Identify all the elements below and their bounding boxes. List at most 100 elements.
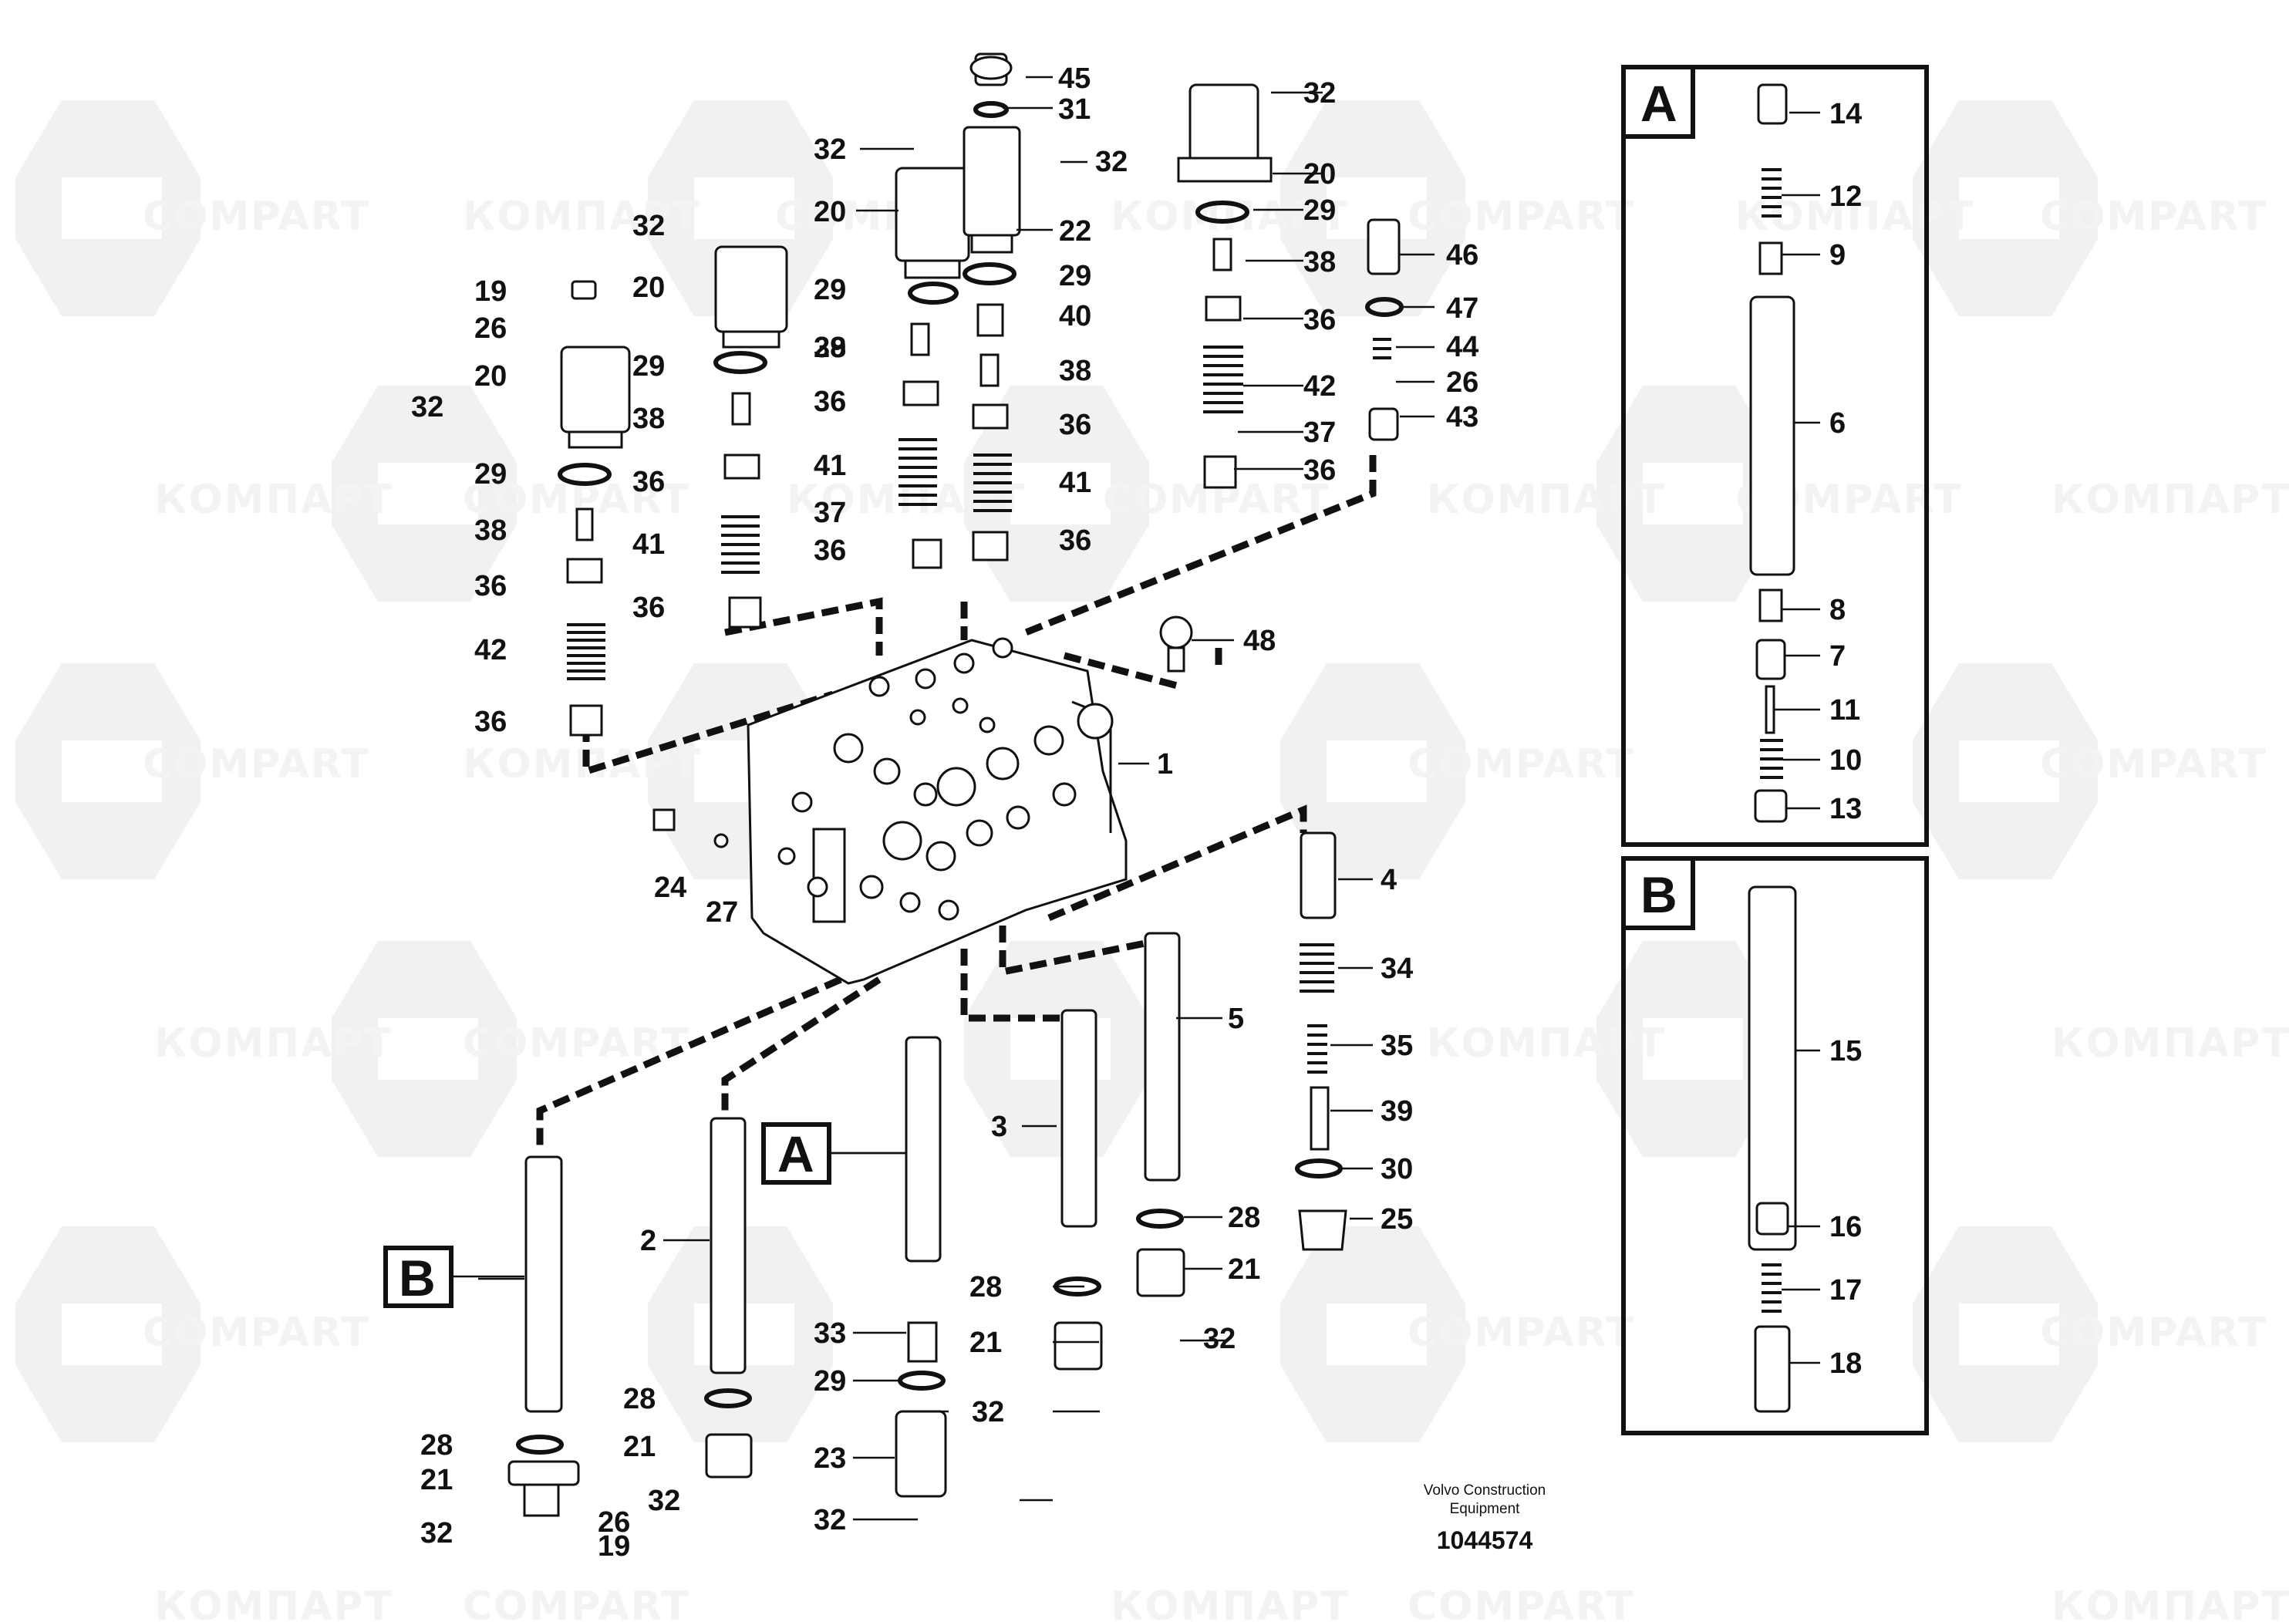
callout: 29 [814,1365,846,1398]
inset-a-callouts: 14 12 9 6 8 7 11 10 13 [1829,98,1862,825]
callout: 21 [969,1327,1002,1359]
callout: 26 [1446,366,1478,399]
callout: 37 [1303,416,1336,449]
callout-labels: 45 31 32 32 20 22 32 20 29 29 19 26 20 3… [411,62,1478,1563]
callout: 46 [1446,239,1478,271]
parts-layer [507,52,1797,1517]
callout: 14 [1829,98,1862,130]
callout: 44 [1446,331,1478,363]
watermark-compart: COMPART [143,1310,370,1356]
callout: 20 [474,360,507,393]
callout: 32 [972,1396,1004,1428]
callout: 36 [1303,454,1336,487]
callout: 32 [632,210,665,242]
callout: 43 [1446,401,1478,433]
inset-a-frame: A [1621,65,1929,847]
callout: 32 [648,1485,680,1517]
callout: 32 [1095,146,1128,178]
callout: 19 [598,1530,630,1563]
callout: 2 [640,1225,656,1257]
callout: 36 [1303,304,1336,336]
callout: 29 [814,332,846,364]
callout: 37 [814,497,846,529]
callout: 11 [1829,694,1860,727]
callout: 34 [1381,953,1413,985]
callout: 4 [1381,864,1397,896]
callout: 15 [1829,1035,1862,1067]
callout: 21 [1228,1253,1260,1286]
callout: 41 [632,528,665,561]
callout: 32 [814,133,846,166]
callout: 36 [814,534,846,567]
watermark-kompart: КОМПАРТ [154,477,393,523]
callout: 38 [1303,246,1336,278]
leader-lines [451,76,1820,1521]
callout: 27 [706,896,738,929]
callout: 19 [474,275,507,308]
svg-text:B: B [399,1249,436,1307]
callout: 8 [1829,594,1846,626]
watermark-compart: COMPART [2040,194,2267,240]
callout: 42 [1303,370,1336,403]
callout: 29 [1059,260,1091,292]
callout: 3 [991,1111,1007,1143]
callout: 32 [411,391,443,423]
callout: 12 [1829,180,1862,213]
callout: 29 [632,350,665,383]
callout: 36 [474,706,507,738]
callout: 5 [1228,1003,1244,1035]
callout: 20 [632,271,665,304]
footer: Volvo Construction Equipment 1044574 [1424,1482,1546,1554]
watermark-compart: COMPART [2040,1310,2267,1356]
callout: 36 [1059,409,1091,441]
callout: 36 [632,466,665,498]
inset-b-frame: B [1621,856,1929,1435]
watermark-kompart: КОМПАРТ [2052,1583,2291,1622]
callout: 47 [1446,292,1478,325]
callout: 36 [632,592,665,624]
watermark-kompart: КОМПАРТ [1427,477,1666,523]
callout: 28 [969,1271,1002,1303]
watermark-kompart: КОМПАРТ [1427,1020,1666,1067]
watermark-compart: COMPART [1408,741,1635,787]
callout: 10 [1829,744,1862,777]
callout: 18 [1829,1347,1862,1380]
callout: 20 [1303,158,1336,191]
inset-b-letter: B [1640,866,1677,923]
inset-b-callouts: 15 16 17 18 [1829,1035,1862,1380]
callout: 32 [1203,1323,1236,1355]
callout: 17 [1829,1274,1862,1307]
watermark-kompart: КОМПАРТ [2052,477,2291,523]
callout: 41 [814,450,846,482]
callout: 42 [474,634,507,666]
callout: 16 [1829,1211,1862,1243]
watermark-kompart: КОМПАРТ [154,1020,393,1067]
callout: 38 [474,514,507,547]
callout: 28 [623,1383,656,1415]
watermark-compart: COMPART [1408,194,1635,240]
main-ref-box-b: B [383,1246,453,1308]
callout: 9 [1829,239,1846,271]
watermark-compart: COMPART [143,194,370,240]
callout: 45 [1058,62,1091,95]
inset-a-letter: A [1640,75,1677,132]
callout: 41 [1059,467,1091,499]
callout: 7 [1829,640,1846,673]
callout: 48 [1243,625,1276,657]
svg-text:A: A [777,1125,814,1182]
callout: 38 [814,332,846,364]
main-ref-box-a: A [761,1122,831,1185]
callout: 24 [654,872,686,904]
callout: 29 [814,274,846,306]
callout: 13 [1829,793,1862,825]
callout: 33 [814,1317,846,1350]
watermark-compart: COMPART [2040,741,2267,787]
callout: 26 [598,1506,630,1539]
watermark-kompart: КОМПАРТ [1111,1583,1350,1622]
callout: 20 [814,196,846,228]
callout: 40 [1059,300,1091,332]
watermark-compart: COMPART [1408,1583,1635,1622]
watermark-layer: COMPART COMPART COMPART COMPART КОМПАРТ … [15,100,2291,1622]
watermark-compart: COMPART [143,741,370,787]
